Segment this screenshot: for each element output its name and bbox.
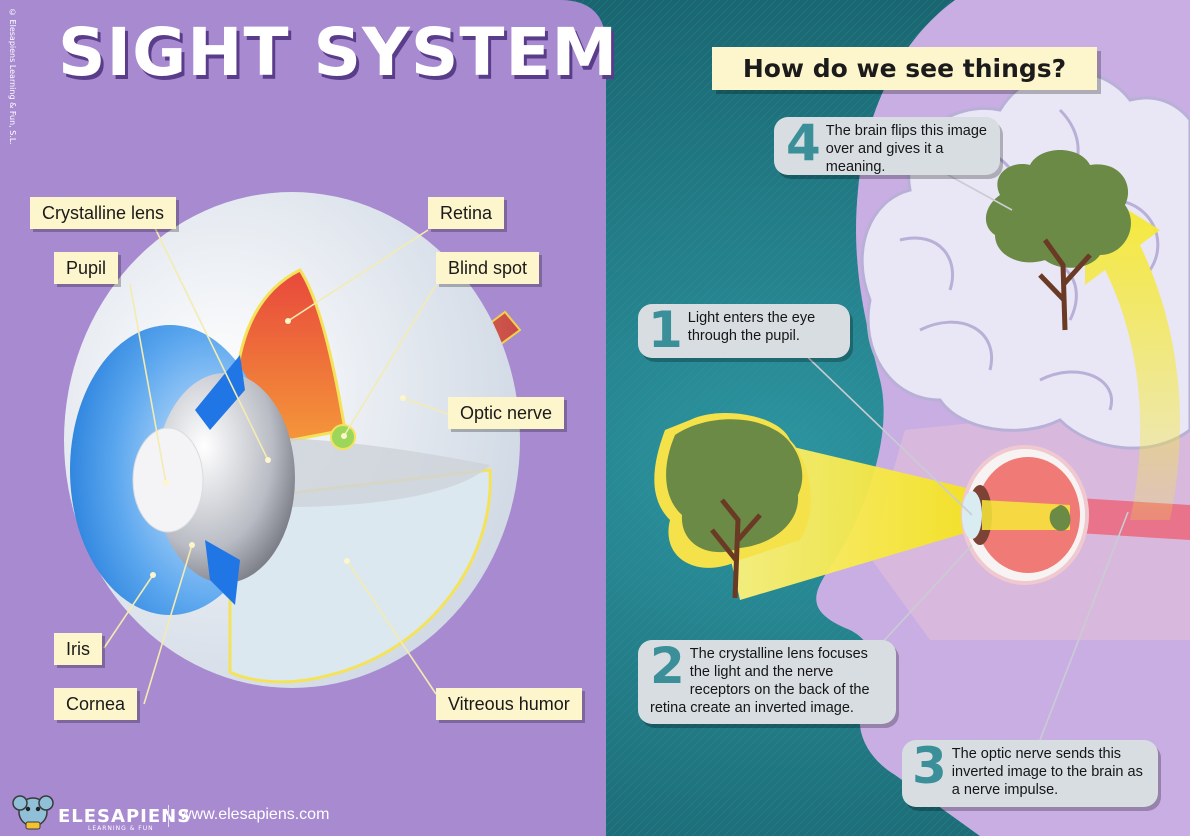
copyright-notice: © Elesapiens Learning & Fun, S.L. [8,8,17,145]
label-optic-nerve: Optic nerve [448,397,565,429]
website-url[interactable]: www.elesapiens.com [180,806,330,823]
flip-arrow [1085,205,1180,520]
elesapiens-logo-icon [12,795,54,830]
question-heading: How do we see things? [712,47,1097,90]
step-number: 4 [786,114,821,172]
tree-real [654,412,811,599]
label-cornea: Cornea [54,688,138,720]
step-text: The optic nerve sends this inverted imag… [951,746,1143,798]
step-card-3: 3 The optic nerve sends this inverted im… [902,740,1158,807]
label-iris: Iris [54,633,102,665]
step-card-1: 1 Light enters the eye through the pupil… [638,304,850,358]
step-text: The brain flips this image over and give… [825,123,987,175]
step-text: The crystalline lens focuses the light a… [650,646,870,716]
step-pointer-lines [794,164,1129,741]
brand-name: ELESAPIENS [58,806,192,827]
label-vitreous-humor: Vitreous humor [436,688,582,720]
step-card-2: 2 The crystalline lens focuses the light… [638,640,896,724]
label-crystalline-lens: Crystalline lens [30,197,177,229]
step-text: Light enters the eye through the pupil. [687,310,816,344]
eye-cross-section [64,192,522,688]
step-number: 3 [912,737,947,795]
tree-brain [985,150,1131,331]
label-blind-spot: Blind spot [436,252,540,284]
step-number: 1 [648,301,683,359]
footer-divider [168,805,169,827]
eye-side-view [961,445,1190,585]
brand-tagline: LEARNING & FUN [88,825,154,832]
eye-pointer-dots [150,318,406,578]
label-retina: Retina [428,197,505,229]
step-number: 2 [650,637,685,695]
eye-pointer-lines [103,227,449,705]
page-title: SIGHT SYSTEM [58,14,619,91]
label-pupil: Pupil [54,252,119,284]
step-card-4: 4 The brain flips this image over and gi… [774,117,1000,175]
